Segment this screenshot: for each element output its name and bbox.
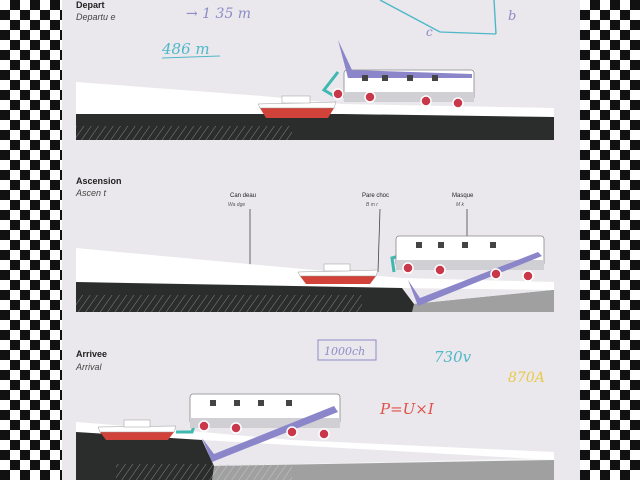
boat-cabin bbox=[323, 263, 351, 272]
truck-wheel bbox=[452, 97, 464, 109]
stage-arrivee-subtitle: Arrival bbox=[75, 362, 103, 372]
checkerboard-border-right bbox=[580, 0, 640, 480]
callout-pare-choc-sub: B m r bbox=[366, 202, 378, 208]
triangle-base bbox=[439, 31, 497, 35]
note-current-870a: 870A bbox=[508, 370, 545, 386]
boat-hull bbox=[100, 432, 174, 440]
note-distance-135: → 1 35 m bbox=[186, 6, 251, 22]
truck-purple-arm bbox=[408, 252, 542, 306]
truck-purple-arm bbox=[338, 40, 472, 78]
truck-wheel bbox=[490, 268, 502, 280]
truck-window bbox=[462, 242, 468, 248]
stage-depart-title: Depart bbox=[76, 0, 105, 10]
stage-arrivee-title: Arrivee bbox=[76, 349, 107, 359]
callout-pare-choc: Pare choc bbox=[362, 193, 389, 199]
boat-hull bbox=[260, 108, 334, 118]
truck-wheel bbox=[522, 270, 534, 282]
note-formula: P=U×I bbox=[379, 400, 435, 418]
truck-window bbox=[407, 75, 413, 81]
truck-window bbox=[210, 400, 216, 406]
truck-teal-arm bbox=[321, 71, 340, 98]
callout-can-deau: Can deau bbox=[230, 193, 256, 199]
stage-arrivee: Arrivee Arrival 1000ch 730v 870A P=U×I bbox=[75, 339, 554, 480]
checkerboard-border-left bbox=[0, 0, 62, 480]
truck-wheel bbox=[434, 264, 446, 276]
triangle-side-b bbox=[493, 0, 497, 35]
truck-chassis bbox=[396, 260, 544, 270]
triangle-hypotenuse bbox=[379, 0, 441, 33]
truck-chassis bbox=[344, 92, 474, 102]
boat-hull bbox=[300, 276, 376, 284]
truck-wheel bbox=[420, 95, 432, 107]
callout-masque-sub: M k bbox=[456, 202, 465, 208]
truck-window bbox=[416, 242, 422, 248]
truck-wheel bbox=[198, 420, 210, 432]
truck-purple-arm bbox=[202, 406, 338, 462]
truck-window bbox=[382, 75, 388, 81]
truck-window bbox=[490, 242, 496, 248]
road-incline bbox=[212, 458, 554, 480]
truck-window bbox=[286, 400, 292, 406]
note-power-box bbox=[317, 339, 377, 361]
road-surface bbox=[76, 422, 554, 460]
ground-hatch bbox=[76, 295, 362, 312]
truck-window bbox=[258, 400, 264, 406]
truck-wheel bbox=[364, 91, 376, 103]
truck-chassis bbox=[190, 418, 340, 428]
note-side-c: c bbox=[426, 25, 433, 39]
callout-can-deau-sub: Wa dge bbox=[228, 202, 245, 208]
callout-pare-choc-leader bbox=[377, 208, 381, 273]
stage-depart-subtitle: Departu e bbox=[76, 12, 116, 22]
stage-depart: Depart Departu e → 1 35 m 486 m b c bbox=[76, 0, 554, 140]
callout-masque: Masque bbox=[452, 193, 474, 199]
truck-window bbox=[362, 75, 368, 81]
note-distance-486: 486 m bbox=[161, 40, 210, 58]
road-incline bbox=[412, 290, 554, 312]
truck-window bbox=[234, 400, 240, 406]
truck-wheel bbox=[332, 88, 344, 100]
road-surface bbox=[76, 82, 554, 117]
note-underline bbox=[161, 55, 221, 59]
stage-ascension: Ascension Ascen t Can deau Wa dge Pare c… bbox=[75, 176, 554, 312]
truck-wheel bbox=[230, 422, 242, 434]
truck-wheel bbox=[402, 262, 414, 274]
boat-cabin bbox=[281, 95, 311, 104]
road-surface bbox=[76, 248, 554, 290]
note-power-1000ch: 1000ch bbox=[324, 345, 365, 358]
boat-cabin bbox=[123, 419, 151, 428]
truck-wheel bbox=[286, 426, 298, 438]
diagram-panel: Depart Departu e → 1 35 m 486 m b c bbox=[62, 0, 580, 480]
note-side-b: b bbox=[508, 9, 516, 24]
truck-window bbox=[432, 75, 438, 81]
diagram-canvas: Depart Departu e → 1 35 m 486 m b c bbox=[75, 0, 554, 480]
note-voltage-730v: 730v bbox=[434, 348, 472, 366]
ground-hatch bbox=[76, 126, 292, 140]
stage-ascension-subtitle: Ascen t bbox=[75, 188, 107, 198]
truck-wheel bbox=[318, 428, 330, 440]
truck-window bbox=[438, 242, 444, 248]
stage-ascension-title: Ascension bbox=[76, 176, 122, 186]
boat-deck bbox=[297, 269, 379, 277]
